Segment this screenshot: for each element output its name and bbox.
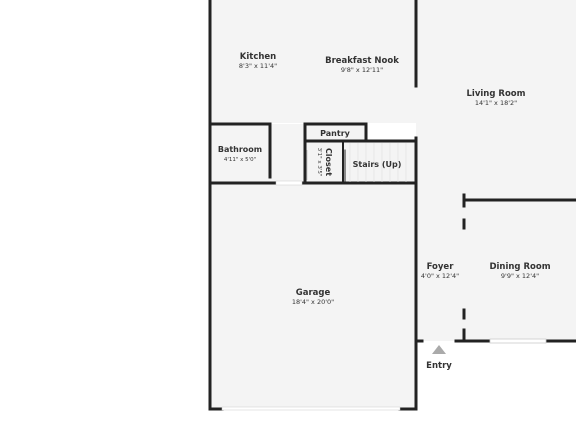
kitchen-dims: 8'3" x 11'4" (239, 62, 277, 70)
closet-name: Closet (324, 148, 333, 176)
stairs-name: Stairs (Up) (353, 160, 402, 169)
stairs-treads (349, 143, 407, 182)
living-room-name: Living Room (467, 89, 526, 99)
openings (221, 150, 547, 411)
floor-fills (210, 0, 576, 409)
bathroom-dims: 4'11" x 5'0" (224, 157, 256, 163)
closet-label: Closet 3'1" x 3'5" (316, 148, 333, 177)
garage-door-opening (221, 406, 401, 411)
garage-dims: 18'4" x 20'0" (292, 298, 334, 306)
dining-room-floor (464, 200, 576, 341)
bathroom-door-gap (275, 180, 303, 186)
closet-dims: 3'1" x 3'5" (316, 148, 322, 177)
breakfast-nook-dims: 9'8" x 12'11" (341, 66, 383, 74)
living-room-floor (416, 0, 576, 200)
kitchen-name: Kitchen (240, 52, 276, 62)
bathroom-floor (210, 124, 270, 183)
dining-window (489, 338, 547, 344)
hall-floor (270, 124, 305, 183)
garage-floor (210, 183, 416, 409)
breakfast-nook-name: Breakfast Nook (325, 56, 399, 66)
dining-room-dims: 9'9" x 12'4" (501, 272, 539, 280)
foyer-name: Foyer (427, 262, 455, 272)
entry-arrow-icon (432, 345, 446, 354)
garage-name: Garage (296, 288, 331, 298)
pantry-floor (305, 124, 365, 141)
stairs-floor (343, 141, 416, 183)
room-labels: Kitchen 8'3" x 11'4" Breakfast Nook 9'8"… (218, 52, 551, 371)
foyer-dims: 4'0" x 12'4" (421, 272, 459, 280)
pantry-name: Pantry (320, 129, 351, 138)
entry-label: Entry (426, 361, 452, 371)
living-room-dims: 14'1" x 18'2" (475, 99, 517, 107)
dining-room-name: Dining Room (489, 262, 550, 272)
kitchen-floor (210, 0, 416, 123)
walls (208, 0, 576, 411)
closet-floor (305, 141, 343, 183)
foyer-floor (416, 183, 464, 341)
bathroom-name: Bathroom (218, 145, 262, 154)
